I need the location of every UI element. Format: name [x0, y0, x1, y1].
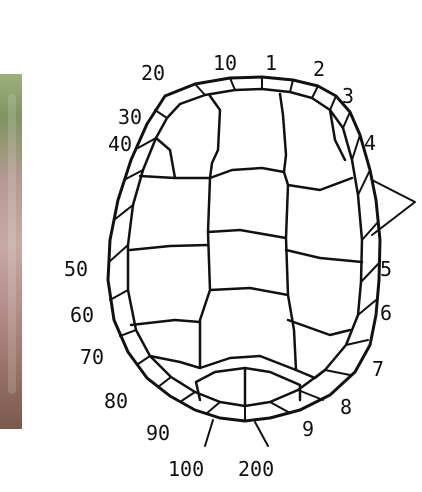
pointer-lines — [205, 420, 268, 446]
right-costals — [286, 110, 362, 378]
label-200: 200 — [238, 457, 274, 481]
label-8: 8 — [340, 395, 352, 419]
label-3: 3 — [342, 84, 354, 108]
label-2: 2 — [313, 57, 325, 81]
label-100: 100 — [168, 457, 204, 481]
label-30: 30 — [118, 105, 142, 129]
label-50: 50 — [64, 257, 88, 281]
label-90: 90 — [146, 421, 170, 445]
label-60: 60 — [70, 303, 94, 327]
label-20: 20 — [141, 61, 165, 85]
label-80: 80 — [104, 389, 128, 413]
label-70: 70 — [80, 345, 104, 369]
label-9: 9 — [302, 417, 314, 441]
central-scutes — [200, 94, 296, 370]
label-40: 40 — [108, 132, 132, 156]
label-5: 5 — [380, 257, 392, 281]
label-7: 7 — [372, 357, 384, 381]
label-10: 10 — [213, 51, 237, 75]
label-4: 4 — [364, 131, 376, 155]
posterior-scutes — [196, 368, 300, 406]
label-6: 6 — [380, 301, 392, 325]
label-1: 1 — [265, 51, 277, 75]
